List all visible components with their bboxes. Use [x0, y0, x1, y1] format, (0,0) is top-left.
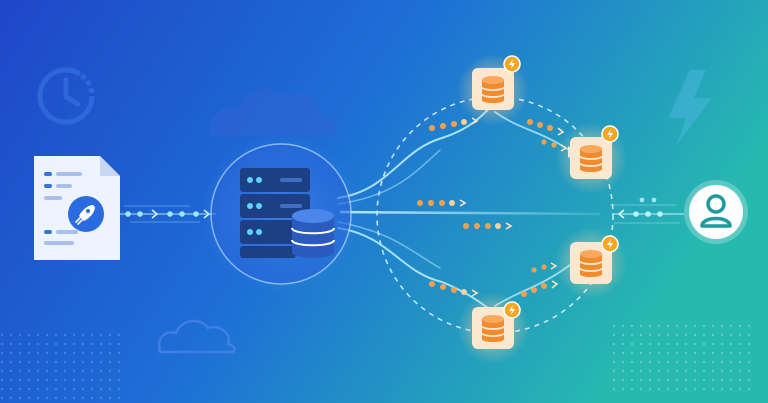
- cloud-icon: [208, 88, 338, 136]
- packet-group-center-top: [417, 199, 467, 207]
- dot-pattern-right: [610, 320, 750, 395]
- beam-center: [339, 210, 601, 216]
- clock-icon: [37, 67, 95, 125]
- edge-node-top: [457, 54, 529, 126]
- user-icon: [684, 180, 748, 244]
- cloud-outline-icon: [157, 319, 236, 354]
- client-stream: [610, 197, 684, 224]
- database-icon: [291, 209, 335, 258]
- edge-network-ring: [376, 96, 614, 334]
- edge-node-upper-right: [555, 122, 627, 194]
- packet-group-center-bottom: [463, 222, 513, 230]
- lightning-bolt-icon: [668, 70, 712, 146]
- packet-group-lower-left: [429, 281, 479, 297]
- packet-group-upper-left: [429, 117, 479, 131]
- rocket-icon: [68, 196, 104, 232]
- input-stream: [120, 205, 216, 223]
- edge-node-lower-right: [555, 227, 627, 299]
- edge-node-bottom: [457, 292, 529, 364]
- dot-pattern-left: [0, 330, 120, 400]
- packet-group-lower-right: [521, 262, 559, 297]
